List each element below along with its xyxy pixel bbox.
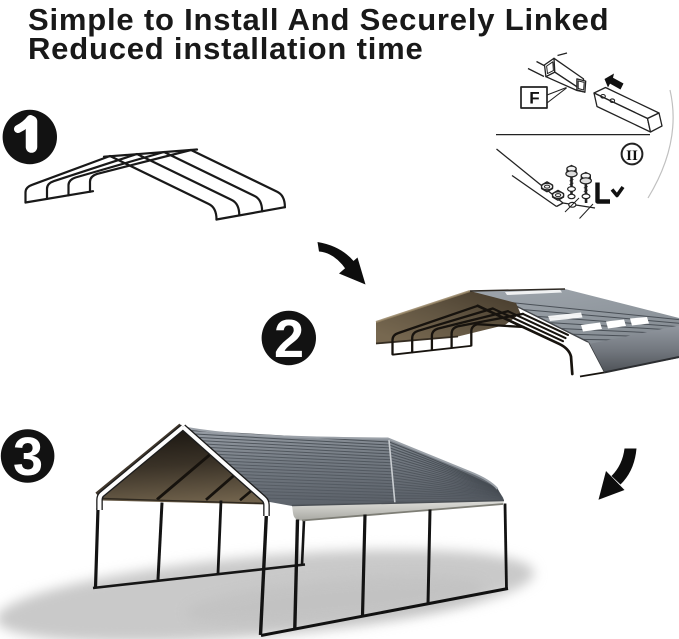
svg-text:2: 2 [274, 309, 304, 369]
svg-text:3: 3 [13, 427, 43, 487]
svg-text:II: II [626, 148, 638, 164]
svg-text:F: F [529, 89, 539, 108]
